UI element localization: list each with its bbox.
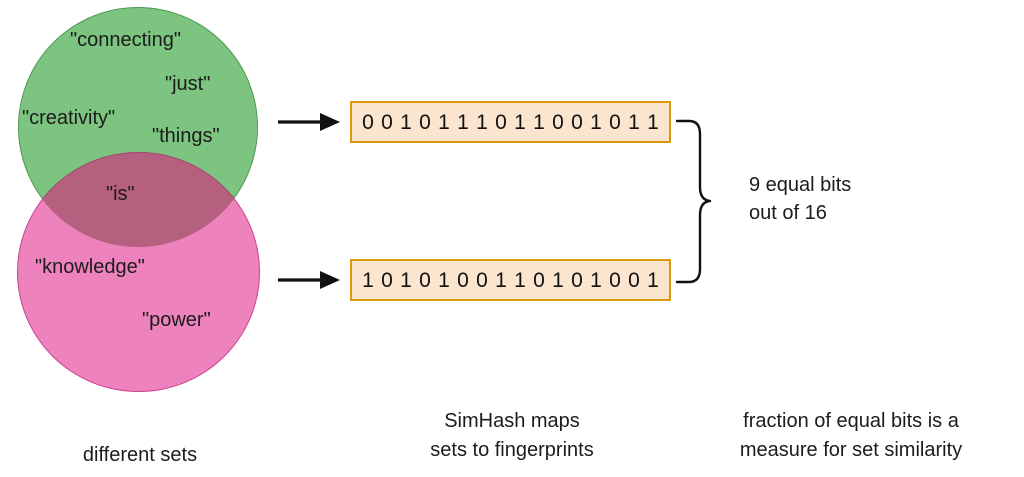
arrow-right-icon-top bbox=[278, 113, 340, 131]
bit: 1 bbox=[628, 110, 640, 134]
bit: 1 bbox=[647, 268, 659, 292]
bit: 0 bbox=[381, 268, 393, 292]
bit: 1 bbox=[438, 110, 450, 134]
bit: 1 bbox=[514, 268, 526, 292]
curly-brace-icon bbox=[675, 119, 712, 284]
bit: 1 bbox=[647, 110, 659, 134]
venn-label-knowledge: "knowledge" bbox=[35, 256, 145, 278]
bit: 1 bbox=[552, 268, 564, 292]
caption-different-sets: different sets bbox=[82, 444, 198, 466]
venn-diagram: "connecting" "just" "creativity" "things… bbox=[0, 0, 300, 400]
bit: 0 bbox=[609, 110, 621, 134]
bit: 1 bbox=[457, 110, 469, 134]
bit: 1 bbox=[400, 110, 412, 134]
venn-label-power: "power" bbox=[142, 309, 211, 331]
bit: 1 bbox=[438, 268, 450, 292]
venn-overlap-region bbox=[18, 7, 258, 247]
venn-label-is: "is" bbox=[106, 183, 135, 205]
bit: 0 bbox=[628, 268, 640, 292]
venn-label-just: "just" bbox=[165, 73, 211, 95]
caption-simhash-maps: SimHash maps sets to fingerprints bbox=[430, 410, 594, 461]
venn-overlap-lens bbox=[18, 152, 258, 247]
bit: 1 bbox=[362, 268, 374, 292]
fingerprint-bits-bottom: 1 0 1 0 1 0 0 1 1 0 1 0 1 0 0 1 bbox=[359, 270, 663, 291]
bit: 0 bbox=[381, 110, 393, 134]
bit: 0 bbox=[571, 110, 583, 134]
bit: 0 bbox=[457, 268, 469, 292]
bit: 0 bbox=[533, 268, 545, 292]
bit: 0 bbox=[419, 268, 431, 292]
equal-bits-annotation: 9 equal bits out of 16 bbox=[749, 174, 852, 225]
bit: 0 bbox=[362, 110, 374, 134]
bit: 1 bbox=[533, 110, 545, 134]
arrow-right-icon-bottom bbox=[278, 271, 340, 289]
bit: 1 bbox=[400, 268, 412, 292]
bit: 0 bbox=[571, 268, 583, 292]
venn-label-things: "things" bbox=[152, 125, 220, 147]
bit: 1 bbox=[476, 110, 488, 134]
bit: 1 bbox=[590, 268, 602, 292]
bit: 1 bbox=[590, 110, 602, 134]
fingerprint-box-bottom: 1 0 1 0 1 0 0 1 1 0 1 0 1 0 0 1 bbox=[350, 259, 671, 301]
bit: 0 bbox=[476, 268, 488, 292]
venn-label-connecting: "connecting" bbox=[70, 29, 181, 51]
bit: 0 bbox=[495, 110, 507, 134]
bit: 1 bbox=[514, 110, 526, 134]
fingerprint-box-top: 0 0 1 0 1 1 1 0 1 1 0 0 1 0 1 1 bbox=[350, 101, 671, 143]
bit: 0 bbox=[552, 110, 564, 134]
venn-label-creativity: "creativity" bbox=[22, 107, 116, 129]
bit: 0 bbox=[419, 110, 431, 134]
caption-fraction-equal-bits: fraction of equal bits is a measure for … bbox=[739, 410, 963, 461]
bit: 1 bbox=[495, 268, 507, 292]
bit: 0 bbox=[609, 268, 621, 292]
fingerprint-bits-top: 0 0 1 0 1 1 1 0 1 1 0 0 1 0 1 1 bbox=[359, 112, 663, 133]
